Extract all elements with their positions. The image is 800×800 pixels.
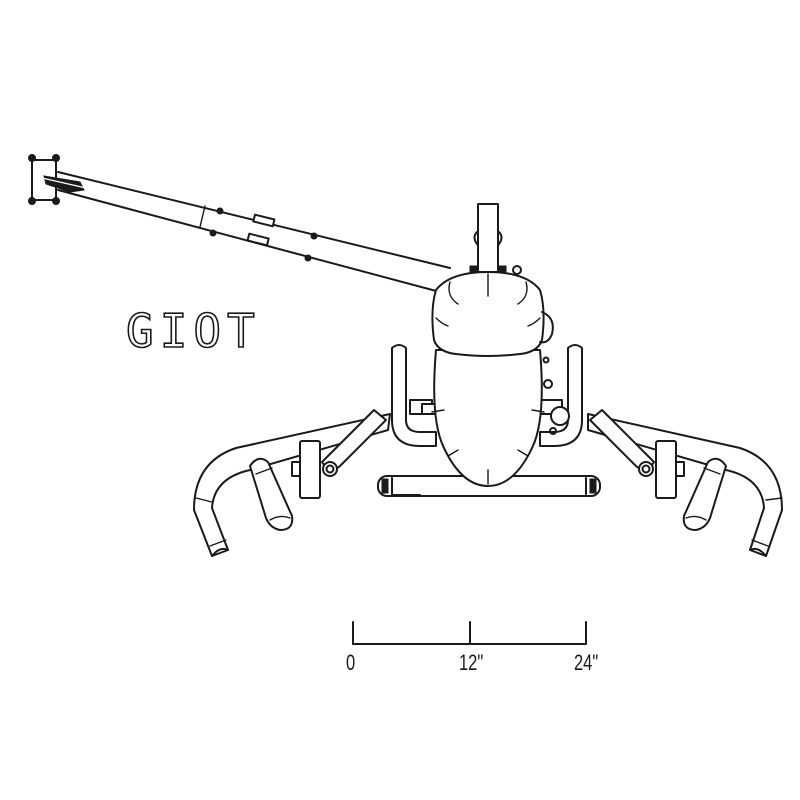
seat-pad: [431, 349, 545, 487]
press-arm: [57, 171, 451, 293]
model-label: GIOT: [125, 304, 261, 358]
left-grip: [249, 457, 294, 531]
scale-label-0: 0: [346, 650, 356, 675]
right-grip: [682, 457, 727, 531]
right-pivot-link: [589, 409, 685, 499]
left-handle-upright: [391, 344, 437, 447]
rear-upright-post: [469, 203, 522, 275]
back-pad: [431, 271, 554, 357]
scale-bar: [352, 621, 587, 645]
left-curved-handle: [193, 413, 391, 557]
right-handle-upright: [539, 344, 583, 447]
scale-label-24: 24": [574, 650, 599, 675]
left-pivot-link: [291, 409, 387, 499]
scale-label-12: 12": [459, 650, 484, 675]
right-curved-handle: [587, 413, 783, 557]
arm-end-bracket: [28, 154, 87, 205]
